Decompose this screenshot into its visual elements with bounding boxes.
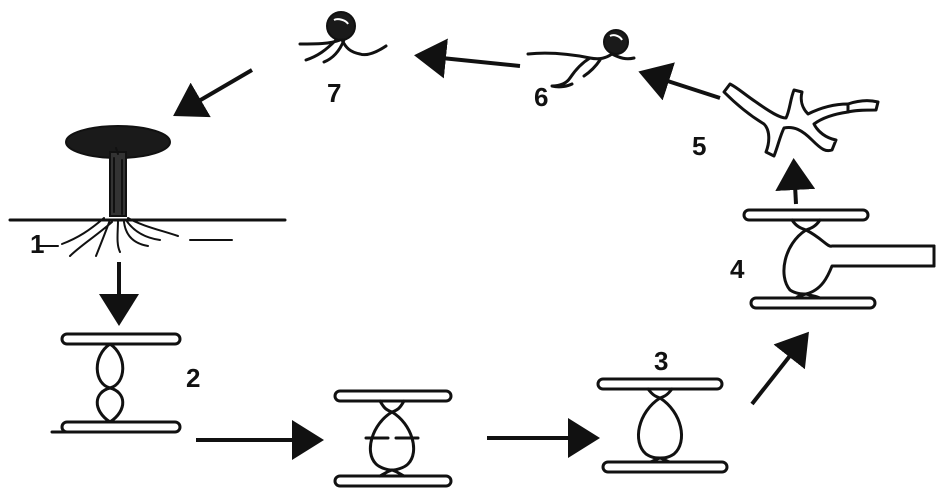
arrow-7-to-1 [173, 68, 254, 118]
sporangium-head-7 [326, 11, 356, 41]
stage-7-mature-sporangium [298, 11, 388, 64]
zygospore-hypha-bottom [601, 460, 729, 474]
germ-hypha-top [742, 208, 870, 222]
gametangia-body [368, 399, 416, 478]
zygospore-hypha-top [596, 377, 724, 391]
roots [61, 217, 179, 257]
stage-label-5: 5 [692, 131, 706, 161]
rhizoids-7 [298, 38, 388, 64]
gametangia-hypha-bottom [333, 474, 453, 488]
stage-label-1: 1 [30, 229, 44, 259]
stage-2-hyphal-pair [50, 332, 182, 434]
stage-label-7: 7 [327, 78, 341, 108]
sporangium-head [603, 29, 629, 55]
lower-progametangium [95, 386, 125, 424]
stage-1-fruiting-body [8, 125, 287, 257]
stage-5-branching-mycelium [722, 82, 880, 158]
germ-hypha-bottom [749, 296, 877, 310]
stage-label-3: 3 [654, 346, 668, 376]
branch-outline [722, 82, 850, 158]
stolon [526, 51, 636, 89]
upper-progametangium [95, 342, 125, 390]
zygospore-body [637, 387, 683, 464]
sporangium-highlight-7 [333, 18, 349, 25]
arrow-3-to-4 [750, 331, 809, 406]
branch-tip [846, 99, 880, 114]
arrow-5-to-6 [638, 62, 721, 101]
stage-label-6: 6 [534, 82, 548, 112]
mushroom-stalk [109, 151, 127, 217]
germ-body [782, 218, 936, 300]
root-tips [39, 239, 233, 247]
arrow-6-to-7 [414, 38, 521, 79]
hypha-top [60, 332, 182, 346]
stalk-texture [113, 147, 123, 215]
sporangium-highlight [609, 34, 623, 41]
stage-label-4: 4 [730, 254, 745, 284]
stage-gametangia-fusion [333, 389, 453, 488]
stage-6-young-sporangium [526, 29, 636, 89]
arrow-4-to-5 [775, 158, 816, 205]
gametangia-hypha-top [333, 389, 453, 403]
stage-label-2: 2 [186, 363, 200, 393]
stage-4-germinating-zygospore [742, 208, 936, 310]
hypha-bottom [60, 420, 182, 434]
stage-3-zygospore [596, 377, 729, 474]
